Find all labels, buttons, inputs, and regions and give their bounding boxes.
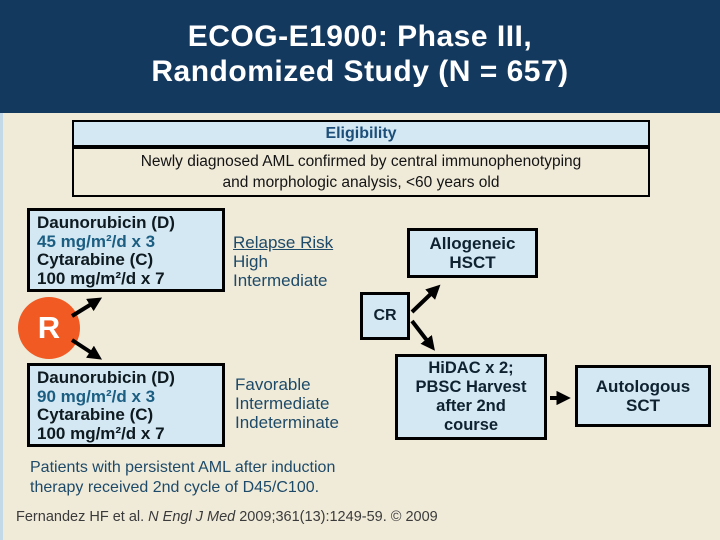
relapse-risk-item-high: High	[233, 252, 268, 271]
eligibility-header-box: Eligibility	[72, 120, 650, 147]
arm-a-dose2: 100 mg/m²/d x 7	[37, 268, 165, 288]
autologous-sct-box: Autologous SCT	[575, 365, 711, 427]
arm-b-drug1: Daunorubicin (D)	[37, 368, 175, 387]
eligibility-criteria-line2: and morphologic analysis, <60 years old	[222, 174, 500, 191]
arm-b-drug2: Cytarabine (C)	[37, 405, 154, 424]
footnote-line2: therapy received 2nd cycle of D45/C100.	[30, 478, 320, 496]
slide-title-line2: Randomized Study (N = 657)	[151, 55, 569, 88]
arrow-cr-to-allogeneic	[410, 284, 441, 314]
favorable-risk-item-indeterminate: Indeterminate	[235, 413, 339, 432]
favorable-risk-group: Favorable Intermediate Indeterminate	[235, 375, 339, 432]
hidac-line1: HiDAC x 2;	[428, 359, 514, 377]
slide-title-band: ECOG-E1900: Phase III, Randomized Study …	[0, 0, 720, 113]
left-edge-strip	[0, 0, 3, 540]
footnote-line1: Patients with persistent AML after induc…	[30, 459, 336, 476]
arm-b-dose2: 100 mg/m²/d x 7	[37, 423, 165, 443]
citation-reference: 2009;361(13):1249-59. © 2009	[239, 509, 438, 525]
citation-authors: Fernandez HF et al.	[16, 509, 145, 525]
hidac-line4: course	[443, 416, 499, 434]
arm-a-dose1: 45 mg/m²/d x 3	[37, 231, 156, 251]
randomization-circle: R	[18, 297, 80, 359]
relapse-risk-item-intermediate: Intermediate	[233, 271, 328, 290]
allogeneic-hsct-line2: HSCT	[449, 253, 496, 272]
slide-title-line1: ECOG-E1900: Phase III,	[187, 20, 533, 53]
footnote: Patients with persistent AML after induc…	[30, 458, 335, 497]
autologous-sct-line1: Autologous	[595, 377, 691, 396]
eligibility-criteria-box: Newly diagnosed AML confirmed by central…	[72, 147, 650, 197]
arm-b-treatment-box: Daunorubicin (D) 90 mg/m²/d x 3 Cytarabi…	[27, 363, 225, 447]
allogeneic-hsct-line1: Allogeneic	[429, 234, 516, 253]
hidac-line3: after 2nd	[436, 397, 506, 415]
autologous-sct-line2: SCT	[626, 396, 660, 415]
hidac-line2: PBSC Harvest	[415, 378, 527, 396]
arrow-cr-to-hidac	[410, 319, 435, 351]
arm-a-drug1: Daunorubicin (D)	[37, 213, 175, 232]
relapse-risk-group: Relapse Risk High Intermediate	[233, 233, 333, 290]
favorable-risk-item-favorable: Favorable	[235, 375, 311, 394]
allogeneic-hsct-box: Allogeneic HSCT	[407, 228, 538, 278]
citation-journal: N Engl J Med	[148, 509, 236, 525]
arm-a-drug2: Cytarabine (C)	[37, 250, 154, 269]
eligibility-criteria-line1: Newly diagnosed AML confirmed by central…	[140, 153, 582, 170]
arm-b-dose1: 90 mg/m²/d x 3	[37, 386, 156, 406]
favorable-risk-item-intermediate: Intermediate	[235, 394, 330, 413]
arm-a-treatment-box: Daunorubicin (D) 45 mg/m²/d x 3 Cytarabi…	[27, 208, 225, 292]
relapse-risk-label: Relapse Risk	[233, 233, 334, 252]
cr-box: CR	[360, 292, 410, 340]
hidac-consolidation-box: HiDAC x 2; PBSC Harvest after 2nd course	[395, 354, 547, 440]
